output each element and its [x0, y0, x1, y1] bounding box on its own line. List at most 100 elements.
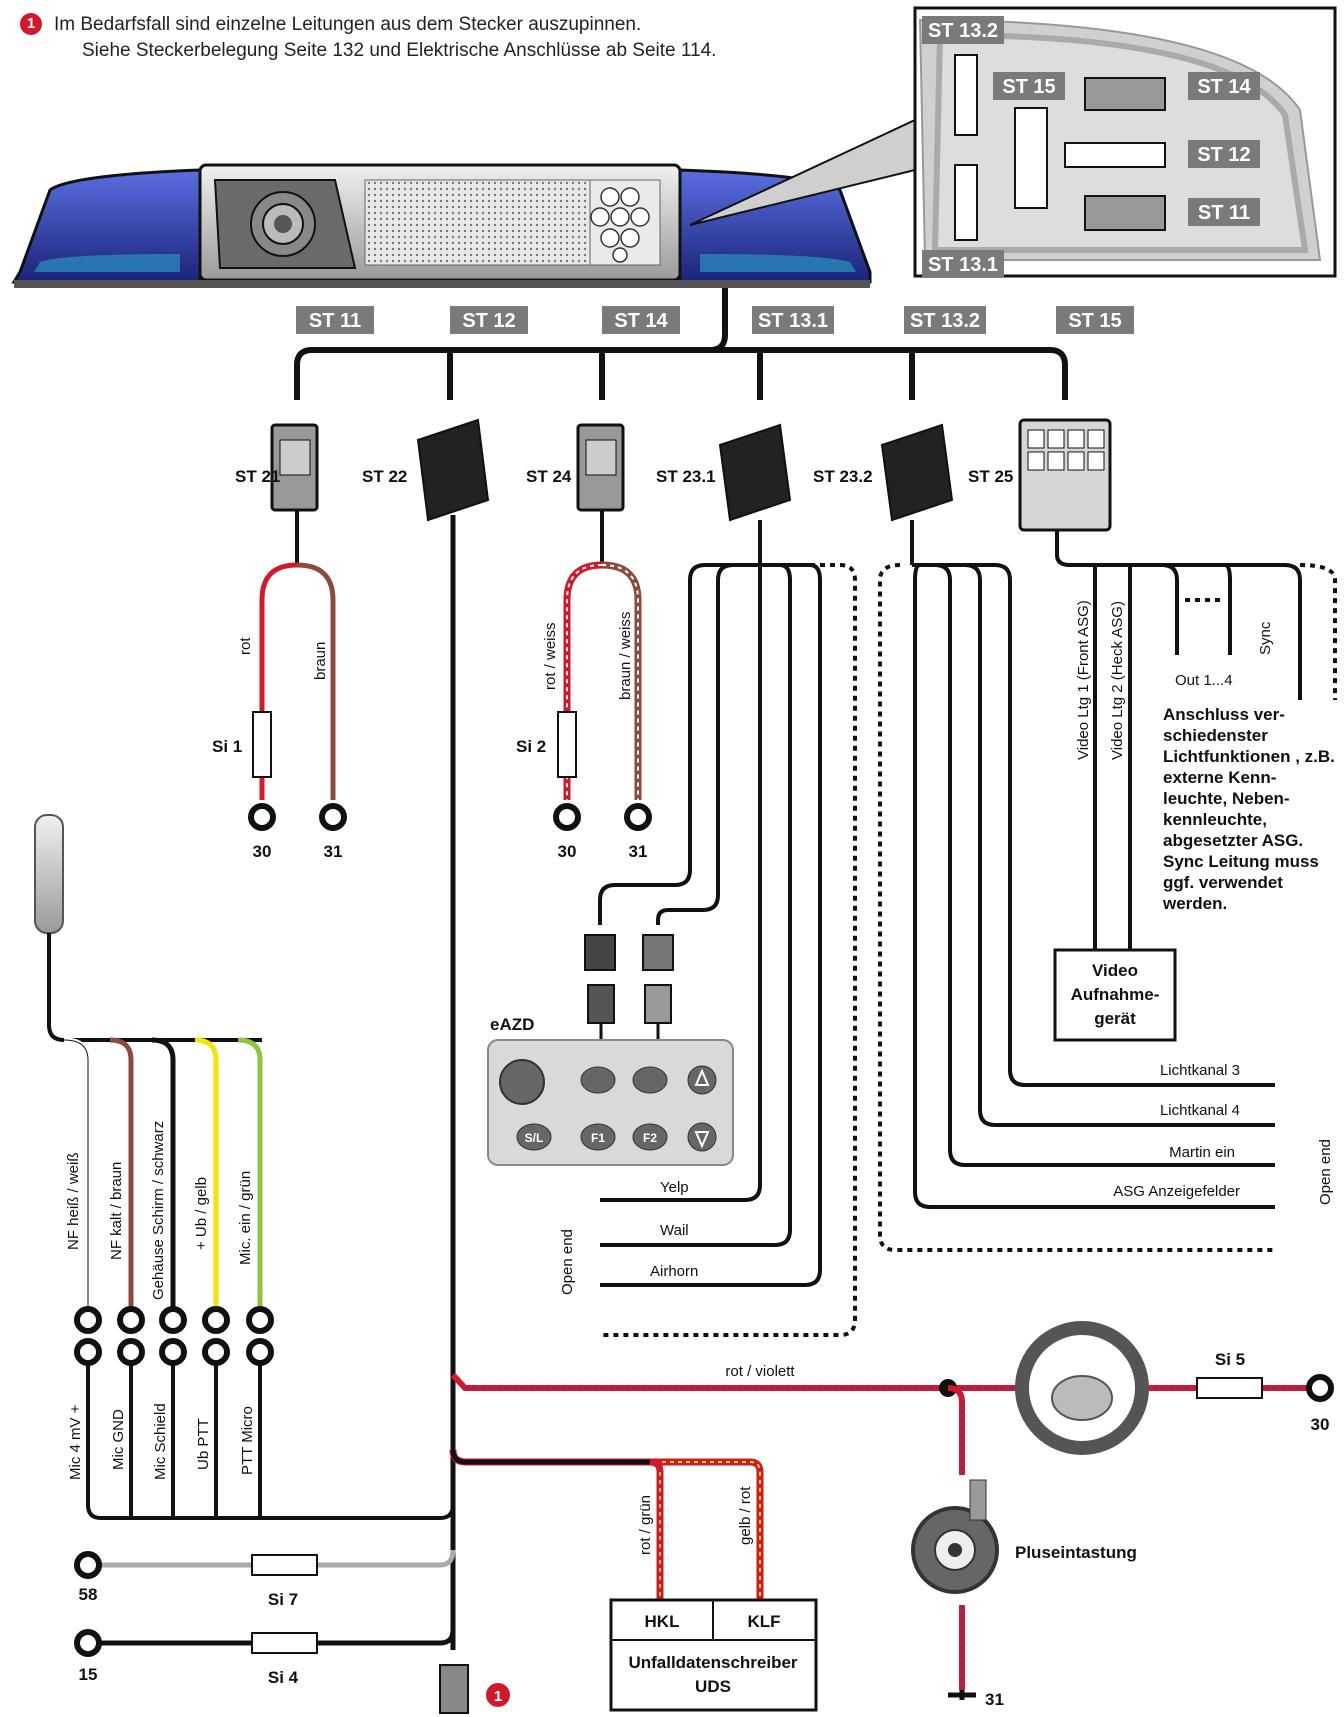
connector-row: ST 21 ST 22 ST 24 ST 23.1 ST 23.2 ST 25	[235, 418, 1112, 532]
inset-st12-label: ST 12	[1197, 144, 1250, 166]
key-f1-label: F1	[591, 1131, 605, 1145]
si4-circuit: 15 Si 4	[74, 1629, 456, 1687]
fuse-si5-label: Si 5	[1215, 1350, 1245, 1369]
main-wire-label: rot / violett	[725, 1363, 795, 1380]
term-58: 58	[79, 1585, 98, 1604]
sync-label: Sync	[1257, 621, 1274, 655]
st25-connector: ST 25	[968, 418, 1112, 532]
inset-connectors	[954, 54, 1166, 241]
st21-label: ST 21	[235, 467, 280, 486]
svg-text:Anschluss ver-: Anschluss ver-	[1163, 705, 1285, 724]
light-functions-note: Anschluss ver- schiedenster Lichtfunktio…	[1162, 705, 1335, 913]
st23-2-open-end: Open end	[1317, 1139, 1334, 1205]
term-30-right: 30	[1311, 1415, 1330, 1434]
inset-st15-label: ST 15	[1002, 76, 1055, 98]
mic-term-ub-ptt: Ub PTT	[195, 1418, 212, 1470]
sound-airhorn: Airhorn	[650, 1263, 698, 1280]
video-recorder-box	[1053, 948, 1177, 1042]
svg-text:abgesetzter ASG.: abgesetzter ASG.	[1163, 831, 1303, 850]
uds-klf: KLF	[747, 1612, 780, 1631]
video-line-1-label: Video Ltg 1 (Front ASG)	[1075, 600, 1092, 760]
uds-wire-red-green: rot / grün	[637, 1495, 654, 1555]
mic-term-shield: Mic Schield	[152, 1403, 169, 1480]
bottom-connector-badge: 1	[494, 1688, 502, 1705]
out-1-4-label: Out 1...4	[1175, 672, 1233, 689]
mic-term-ptt-micro: PTT Micro	[239, 1406, 256, 1475]
down-arrow-key-icon	[687, 1122, 717, 1152]
mic-term-gnd: Mic GND	[110, 1409, 127, 1470]
st23-1-branch: Yelp Wail Airhorn Open end	[559, 520, 857, 1337]
st24-wire-brown-white-label: braun / weiss	[617, 612, 634, 700]
si7-circuit: 58 Si 7	[74, 1549, 456, 1609]
inset-st11-label: ST 11	[1198, 202, 1250, 224]
horn-label: Pluseintastung	[1015, 1543, 1137, 1562]
sound-wail: Wail	[660, 1222, 689, 1239]
fuse-si7-label: Si 7	[268, 1590, 298, 1609]
eazd-buttons: S/L F1 F2	[516, 1065, 717, 1152]
mic-wire-mic-on: Mic. ein / grün	[237, 1171, 254, 1265]
up-arrow-icon	[694, 1068, 710, 1086]
down-arrow-icon	[694, 1131, 710, 1149]
recorder-line-3: gerät	[1094, 1009, 1136, 1028]
horn-key-icon	[499, 1059, 545, 1105]
mic-wire-nf-hot: NF heiß / weiß	[65, 1152, 82, 1250]
note-line-2: Siehe Steckerbelegung Seite 132 und Elek…	[82, 40, 717, 61]
mic-wire-shield: Gehäuse Schirm / schwarz	[150, 1121, 167, 1300]
st23-1-connector: ST 23.1	[656, 423, 792, 522]
video-line-2-label: Video Ltg 2 (Heck ASG)	[1109, 601, 1126, 760]
uds-branch: rot / grün gelb / rot HKL KLF Unfalldate…	[449, 1449, 818, 1712]
mic-wire-ub: + Ub / gelb	[193, 1177, 210, 1250]
microphone: NF heiß / weiß NF kalt / braun Gehäuse S…	[34, 814, 455, 1520]
st21-term-31: 31	[324, 842, 343, 861]
st23-2-label: ST 23.2	[813, 467, 873, 486]
svg-text:Lichtfunktionen , z.B.: Lichtfunktionen , z.B.	[1163, 747, 1335, 766]
bus-tags: ST 11 ST 12 ST 14 ST 13.1 ST 13.2 ST 15	[296, 306, 1134, 334]
svg-text:schiedenster: schiedenster	[1163, 726, 1268, 745]
st21-connector: ST 21	[235, 423, 319, 512]
channel-lichtkanal-4: Lichtkanal 4	[1160, 1102, 1240, 1119]
st21-wire-brown-label: braun	[312, 642, 329, 680]
bus-tag-st12: ST 12	[462, 310, 515, 332]
uds-hkl: HKL	[645, 1612, 680, 1631]
svg-text:leuchte, Neben-: leuchte, Neben-	[1163, 789, 1290, 808]
uds-title: Unfalldatenschreiber	[628, 1653, 797, 1672]
svg-text:ggf. verwendet: ggf. verwendet	[1163, 873, 1283, 892]
mic-term-4mv: Mic 4 mV +	[67, 1404, 84, 1480]
st22-connector: ST 22	[362, 418, 490, 522]
eazd-control-unit: S/L F1 F2 eAZD	[487, 934, 734, 1166]
channel-lichtkanal-3: Lichtkanal 3	[1160, 1062, 1240, 1079]
yelp-key-icon	[580, 1066, 616, 1094]
st23-2-connector: ST 23.2	[813, 423, 954, 522]
st22-label: ST 22	[362, 467, 407, 486]
horn-icon	[911, 1479, 999, 1594]
eazd-title: eAZD	[490, 1015, 534, 1034]
fuse-si2-label: Si 2	[516, 737, 546, 756]
st25-branch: Video Ltg 1 (Front ASG) Video Ltg 2 (Hec…	[1053, 530, 1337, 1042]
st24-term-31: 31	[629, 842, 648, 861]
bottom-connector: 1	[439, 1664, 510, 1714]
connector-inset: ST 13.2 ST 15 ST 14 ST 12 ST 11 ST 13.1	[913, 6, 1337, 278]
harness-bus	[294, 288, 1068, 400]
steering-wheel-icon	[1015, 1321, 1149, 1455]
note-badge: 1	[20, 13, 42, 35]
st24-connector: ST 24	[526, 423, 625, 512]
inset-st13-2-label: ST 13.2	[928, 20, 998, 42]
st25-label: ST 25	[968, 467, 1013, 486]
st21-wire-red-label: rot	[237, 637, 254, 655]
inset-st14-label: ST 14	[1197, 76, 1251, 98]
bus-tag-st14: ST 14	[614, 310, 668, 332]
bus-tag-st15: ST 15	[1068, 310, 1121, 332]
st24-label: ST 24	[526, 467, 572, 486]
st21-branch: rot braun Si 1 30 31	[212, 510, 347, 861]
key-sl-label: S/L	[525, 1131, 544, 1145]
mic-wire-nf-cold: NF kalt / braun	[108, 1162, 125, 1260]
st23-1-label: ST 23.1	[656, 467, 716, 486]
inset-st13-1-label: ST 13.1	[928, 254, 998, 276]
recorder-line-2: Aufnahme-	[1071, 985, 1160, 1004]
uds-abbr: UDS	[695, 1677, 731, 1696]
st24-branch: rot / weiss braun / weiss Si 2 30 31	[516, 510, 652, 861]
microphone-icon	[34, 814, 64, 934]
main-power-line: rot / violett Si 5 30	[450, 1321, 1334, 1455]
